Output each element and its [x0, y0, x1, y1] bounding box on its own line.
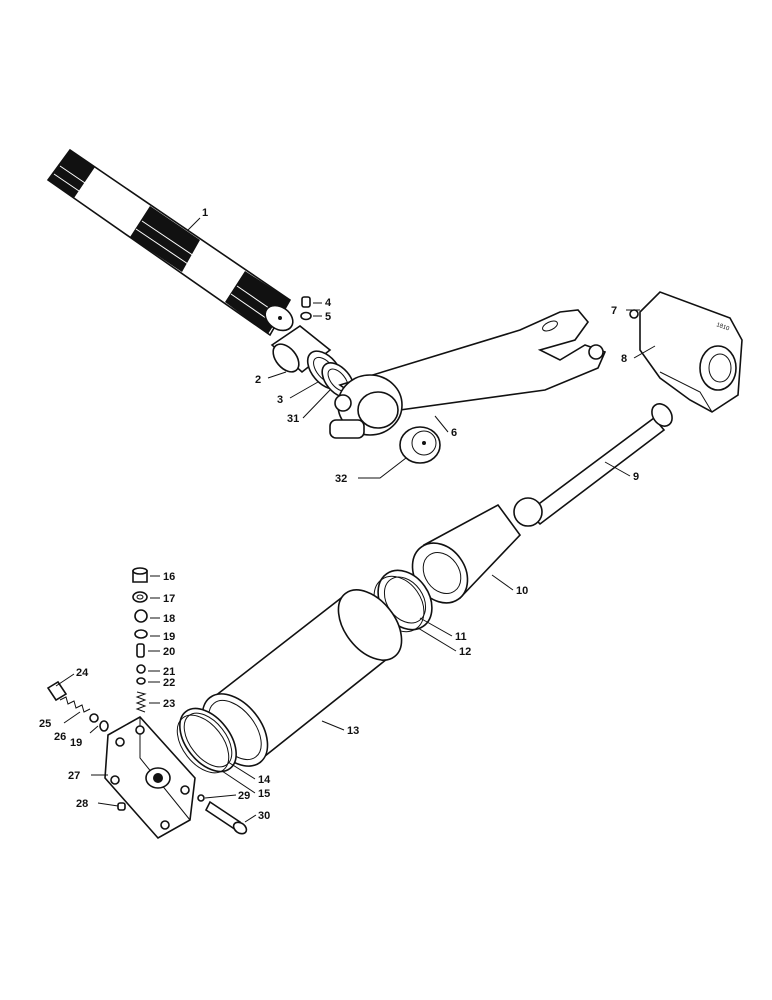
ball-end-ram: [513, 403, 673, 527]
relief-valve-seal: [99, 720, 109, 732]
pin-seal: [197, 794, 205, 802]
callout-23: 23: [163, 698, 175, 710]
callout-1: 1: [202, 207, 208, 219]
callout-10: 10: [516, 585, 528, 597]
lift-arm: [329, 309, 607, 439]
housing-screw: [629, 309, 639, 319]
callout-22: 22: [163, 677, 175, 689]
callout-7: 7: [611, 305, 617, 317]
ram-arm-housing: 1810: [639, 291, 743, 413]
callout-32: 32: [335, 473, 347, 485]
valve-washer: [132, 591, 148, 603]
callout-21: 21: [163, 666, 175, 678]
cylinder-end-plate: [104, 715, 196, 840]
valve-plug: [132, 567, 148, 583]
callout-3: 3: [277, 394, 283, 406]
plug-cap: [399, 426, 441, 464]
callout-24: 24: [76, 667, 89, 679]
relief-valve-plug: [46, 680, 68, 702]
callout-19-relief: 19: [70, 737, 82, 749]
callout-17: 17: [163, 593, 175, 605]
relief-valve-ball: [89, 713, 99, 723]
callout-20: 20: [163, 646, 175, 658]
drain-plug: [117, 802, 126, 811]
callout-labels: 1 2 3 4 5 6 7 8 9 10 11 12 13 14 15 16 1…: [39, 207, 639, 822]
callout-31: 31: [287, 413, 299, 425]
leader-lines: [55, 217, 656, 823]
valve-ball: [136, 664, 146, 674]
set-screw: [301, 296, 311, 308]
callout-2: 2: [255, 374, 261, 386]
callout-15: 15: [258, 788, 270, 800]
callout-16: 16: [163, 571, 175, 583]
valve-retainer: [136, 677, 146, 685]
valve-o-ring: [134, 629, 148, 639]
callout-9: 9: [633, 471, 639, 483]
callout-19-valve: 19: [163, 631, 175, 643]
callout-25: 25: [39, 718, 51, 730]
relief-valve-spring: [59, 696, 91, 713]
callout-14: 14: [258, 774, 271, 786]
valve-spring: [135, 691, 147, 713]
callout-27: 27: [68, 770, 80, 782]
callout-28: 28: [76, 798, 88, 810]
callout-8: 8: [621, 353, 627, 365]
housing-stamp-text: 1810: [715, 322, 730, 332]
guide-pin: [204, 800, 248, 835]
callout-11: 11: [455, 631, 467, 643]
small-washer: [300, 311, 312, 321]
callout-29: 29: [238, 790, 250, 802]
callout-5: 5: [325, 311, 331, 323]
backup-ring: [176, 714, 230, 774]
callout-12: 12: [459, 646, 471, 658]
callout-6: 6: [451, 427, 457, 439]
splined-cross-shaft: [46, 148, 294, 337]
callout-4: 4: [325, 297, 332, 309]
valve-seat: [134, 609, 148, 623]
callout-13: 13: [347, 725, 359, 737]
valve-body: [136, 643, 145, 658]
callout-18: 18: [163, 613, 175, 625]
callout-30: 30: [258, 810, 270, 822]
callout-26: 26: [54, 731, 66, 743]
